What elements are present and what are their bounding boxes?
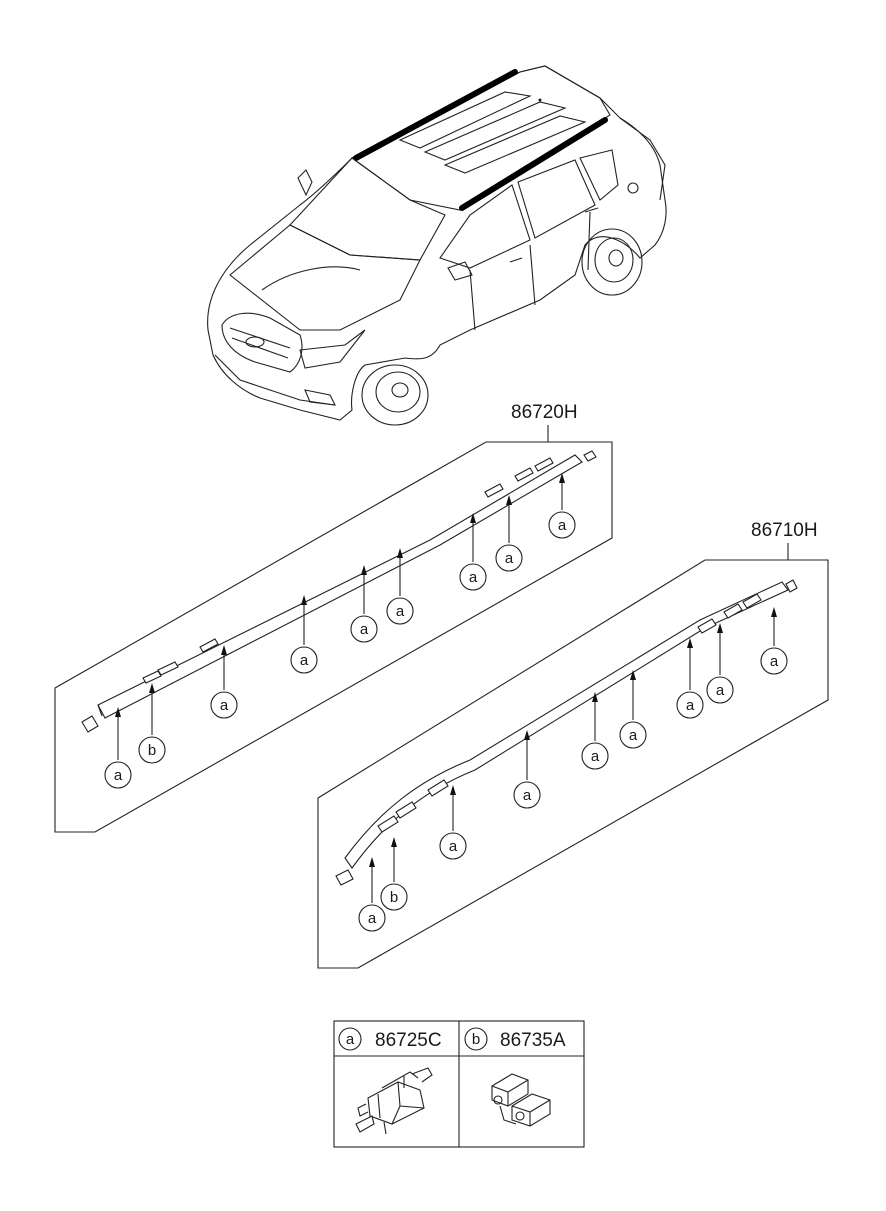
parts-legend-table: a 86725C b 86735A [333,1020,585,1148]
callout-a [581,742,609,770]
svg-text:a: a [220,697,229,714]
legend-entry-a: a 86725C [338,1027,442,1051]
legend-part-number-a: 86725C [375,1030,442,1051]
callout-b [138,736,166,764]
legend-key-b [464,1027,488,1051]
legend-entry-b: b 86735A [464,1027,566,1051]
end-cap-rear [785,579,798,593]
callout-a [210,691,238,719]
svg-text:a: a [114,767,123,784]
end-cap-front [335,869,354,886]
svg-text:a: a [505,550,514,567]
callout-a [706,676,734,704]
svg-text:b: b [148,742,156,759]
svg-text:b: b [390,889,398,906]
svg-text:a: a [469,569,478,586]
svg-text:a: a [300,652,309,669]
svg-text:a: a [591,748,600,765]
part-number-86710h: 86710H [751,520,818,541]
callout-a [104,761,132,789]
callout-a [676,691,704,719]
callout-b [380,883,408,911]
callout-a [548,511,576,539]
roof-rail-86710h [344,581,789,869]
callout-a [513,781,541,809]
roof-rail-86720h [97,454,583,719]
panel-86710h [317,559,829,969]
callout-a [439,832,467,860]
pad-86735a-illustration [491,1073,551,1127]
callout-a [358,904,386,932]
callout-a [495,544,523,572]
svg-text:a: a [770,653,779,670]
svg-text:a: a [449,838,458,855]
svg-text:a: a [716,682,725,699]
svg-text:b: b [472,1031,480,1048]
roof-rail-right-highlight [459,117,608,211]
svg-text:a: a [396,603,405,620]
roof-rail-left-highlight [353,69,518,161]
vehicle-illustration [207,65,667,426]
callout-a [350,615,378,643]
svg-text:a: a [360,621,369,638]
rack-assembly-86710h: 86710H a b a a a [317,520,829,969]
svg-text:a: a [346,1031,355,1048]
svg-text:a: a [523,787,532,804]
callouts-86710h: a b a a a a a a a [358,607,788,932]
callout-a [290,646,318,674]
svg-text:a: a [368,910,377,927]
svg-text:a: a [686,697,695,714]
end-cap-rear [583,450,597,462]
callout-a [459,563,487,591]
panel-86720h [54,441,613,833]
part-number-86720h: 86720H [511,402,578,423]
svg-text:a: a [558,517,567,534]
callout-a [386,597,414,625]
legend-part-number-b: 86735A [500,1030,566,1051]
callout-a [760,647,788,675]
clip-86725c-illustration [355,1067,433,1135]
rack-assembly-86720h: 86720H a b a a [54,402,613,833]
callouts-86720h: a b a a a a a a a [104,473,576,789]
callout-a [619,721,647,749]
legend-key-a [338,1027,362,1051]
svg-text:a: a [629,727,638,744]
end-cap-front [81,715,99,733]
